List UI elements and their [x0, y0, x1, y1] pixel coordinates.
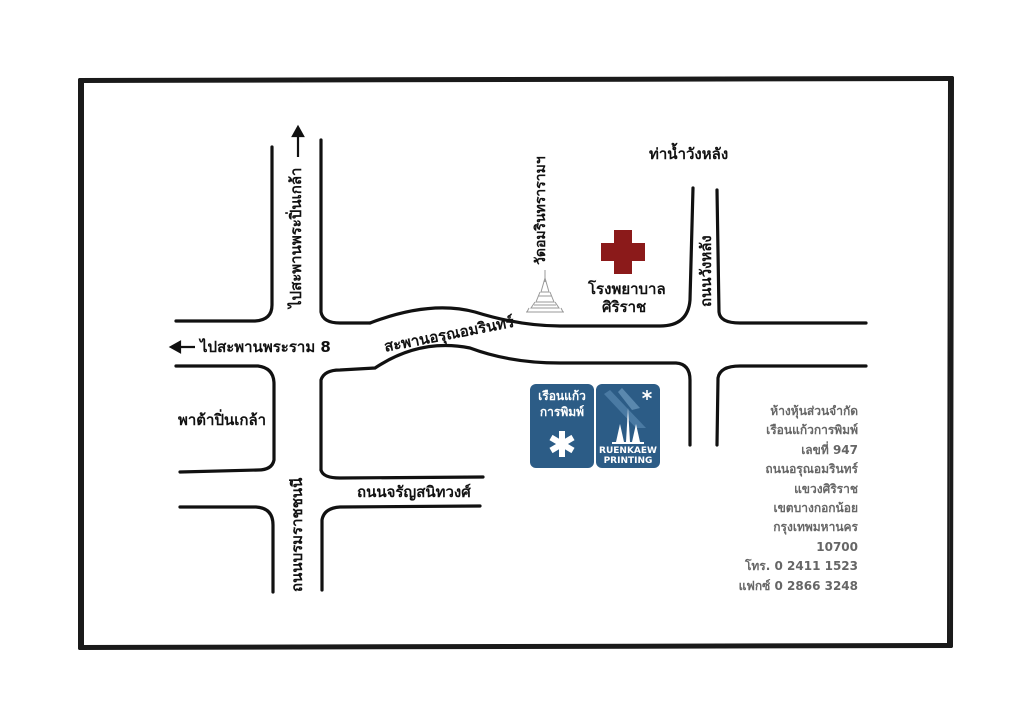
road-boromma-left-edge [178, 505, 275, 594]
logo-en-line1: RUENKAEW [599, 446, 657, 456]
road-east-lower [715, 364, 868, 447]
label-wat-amarin: วัดอมรินทรารามฯ [533, 156, 549, 265]
company-address: ห้างหุ้นส่วนจำกัด เรือนแก้วการพิมพ์ เลขท… [700, 402, 858, 596]
address-line: กรุงเทพมหานคร [773, 520, 858, 535]
label-wang-lang-pier: ท่าน้ำวังหลัง [649, 145, 729, 163]
label-charan-road: ถนนจรัญสนิทวงศ์ [357, 483, 471, 501]
address-line: เลขที่ 947 [801, 442, 858, 457]
address-line: ห้างหุ้นส่วนจำกัด [770, 404, 858, 418]
label-boromma-road: ถนนบรมราชชนนี [288, 477, 306, 592]
address-line: เรือนแก้วการพิมพ์ [766, 423, 858, 438]
road-pinklao-right-edge [319, 138, 372, 325]
logo-en-line2: PRINTING [603, 456, 653, 466]
road-center-block-top [319, 343, 692, 472]
fax-number: แฟกซ์ 0 2866 3248 [738, 578, 858, 593]
road-charan-bottom-edge [320, 504, 482, 592]
pagoda-logo-icon [604, 388, 652, 444]
label-siriraj-line2: ศิริราช [602, 298, 647, 316]
label-rama8-bridge: ไปสะพานพระราม 8 [200, 338, 331, 356]
address-line: 10700 [816, 539, 858, 554]
label-wang-lang-road: ถนนวังหลัง [697, 235, 715, 307]
road-arun-bottom-edge [174, 364, 276, 474]
logo-english-panel: RUENKAEW PRINTING [596, 384, 660, 468]
left-arrow-icon [168, 340, 195, 354]
road-charan-top-edge [319, 468, 485, 480]
road-arun-top-edge [368, 186, 695, 328]
logo-thai-line1: เรือนแก้ว [538, 389, 586, 403]
label-pinklao-bridge: ไปสะพานพระปิ่นเกล้า [287, 167, 305, 308]
pagoda-icon [526, 270, 564, 313]
road-pinklao-left-edge [174, 145, 274, 323]
logo-thai-panel: เรือนแก้ว การพิมพ์ [530, 384, 594, 468]
asterisk-icon [549, 431, 575, 457]
address-line: แขวงศิริราช [794, 481, 858, 496]
address-line: เขตบางกอกน้อย [773, 501, 859, 516]
label-pata-pinklao: พาต้าปิ่นเกล้า [178, 411, 267, 429]
map-frame [78, 76, 954, 650]
hospital-cross-icon [601, 230, 645, 274]
road-lines [174, 138, 868, 594]
up-arrow-icon [291, 124, 305, 157]
road-wanglang-right-edge [715, 188, 868, 325]
address-line: ถนนอรุณอมรินทร์ [765, 462, 858, 477]
label-siriraj-line1: โรงพยาบาล [588, 280, 666, 298]
logo-thai-line2: การพิมพ์ [539, 405, 585, 419]
phone-number: โทร. 0 2411 1523 [744, 559, 858, 574]
